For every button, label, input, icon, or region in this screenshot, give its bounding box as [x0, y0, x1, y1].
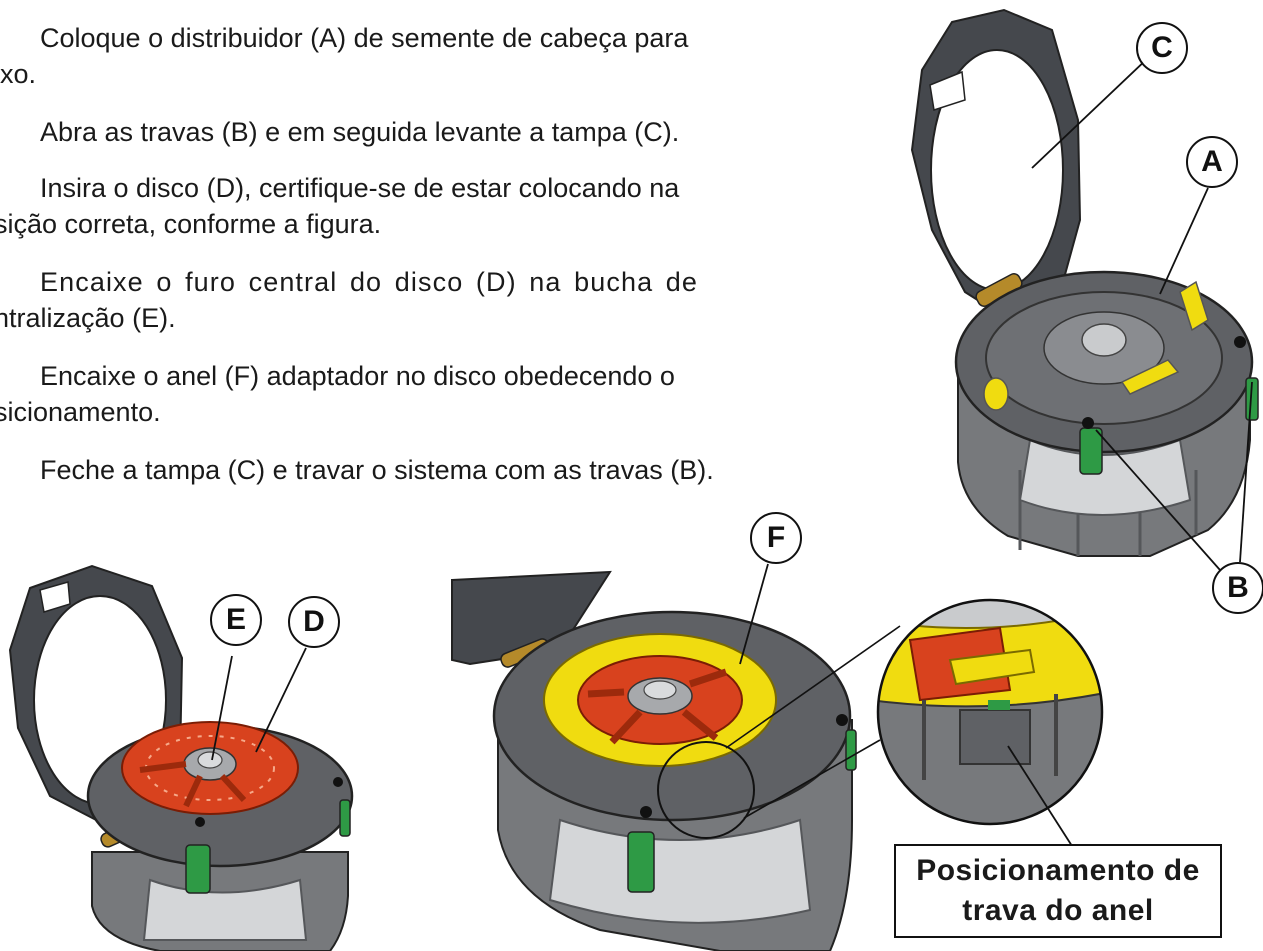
callout-d: D: [288, 596, 340, 648]
ring-lock-caption: Posicionamento de trava do anel: [894, 844, 1222, 938]
instruction-step-3-line1: Insira o disco (D), certifique-se de est…: [40, 173, 680, 203]
caption-line2: trava do anel: [962, 894, 1154, 927]
caption-line1: Posicionamento de: [916, 854, 1200, 887]
instruction-step-5-line2: sicionamento.: [0, 397, 161, 427]
instruction-step-1-line1: Coloque o distribuidor (A) de semente de…: [40, 23, 689, 53]
callout-a: A: [1186, 136, 1238, 188]
instruction-step-6-line1: Feche a tampa (C) e travar o sistema com…: [40, 455, 714, 485]
lid: [910, 8, 1082, 320]
instruction-step-2-line1: Abra as travas (B) e em seguida levante …: [40, 117, 680, 147]
callout-c: C: [1136, 22, 1188, 74]
instruction-step-4-line2: ntralização (E).: [0, 303, 176, 333]
ring-lock-detail-view: [725, 598, 1104, 847]
instruction-step-1-line2: ixo.: [0, 59, 37, 89]
instruction-step-6: Feche a tampa (C) e travar o sistema com…: [0, 452, 832, 488]
callout-e: E: [210, 594, 262, 646]
instruction-step-3-line2: sição correta, conforme a figura.: [0, 209, 382, 239]
distributor-illustration-disc: [8, 564, 354, 951]
instruction-step-4: Encaixe o furo central do disco (D) na b…: [0, 264, 832, 336]
instruction-step-5: Encaixe o anel (F) adaptador no disco ob…: [0, 358, 832, 430]
instruction-step-2: Abra as travas (B) e em seguida levante …: [0, 114, 832, 150]
instruction-step-4-line1: Encaixe o furo central do disco (D) na b…: [40, 267, 699, 297]
instruction-step-3: Insira o disco (D), certifique-se de est…: [0, 170, 832, 242]
callout-f: F: [750, 512, 802, 564]
distributor-illustration-ring: [451, 563, 857, 951]
distributor-illustration-open: [910, 8, 1259, 571]
callout-b: B: [1212, 562, 1263, 614]
instruction-step-5-line1: Encaixe o anel (F) adaptador no disco ob…: [40, 361, 675, 391]
instruction-step-1: Coloque o distribuidor (A) de semente de…: [0, 20, 832, 92]
